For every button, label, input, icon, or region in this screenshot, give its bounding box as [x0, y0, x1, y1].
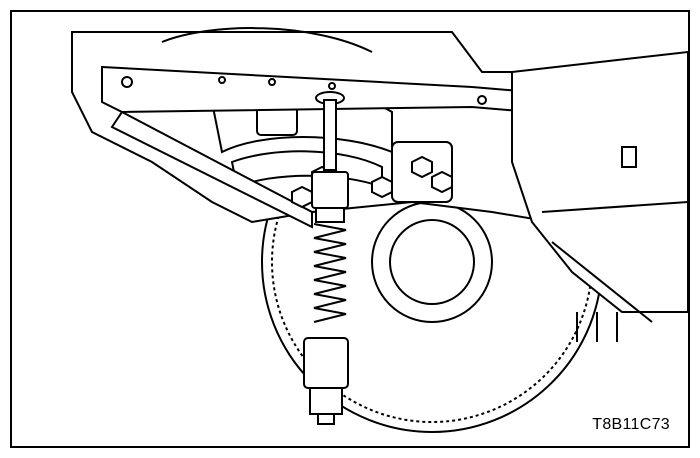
tool-adapter: [303, 337, 349, 389]
tool-spring: [313, 223, 347, 323]
tool-nut: [311, 171, 349, 209]
transmission-case: [511, 50, 688, 342]
illustration-frame: T8B11C73: [10, 10, 690, 448]
tool-rod: [323, 99, 337, 171]
bracket-rail: [101, 65, 533, 229]
tool-adapter-base: [309, 387, 343, 415]
figure-code: T8B11C73: [592, 416, 670, 433]
compressor-tool: [303, 91, 349, 425]
spring-compressor-illustration: [71, 27, 688, 433]
